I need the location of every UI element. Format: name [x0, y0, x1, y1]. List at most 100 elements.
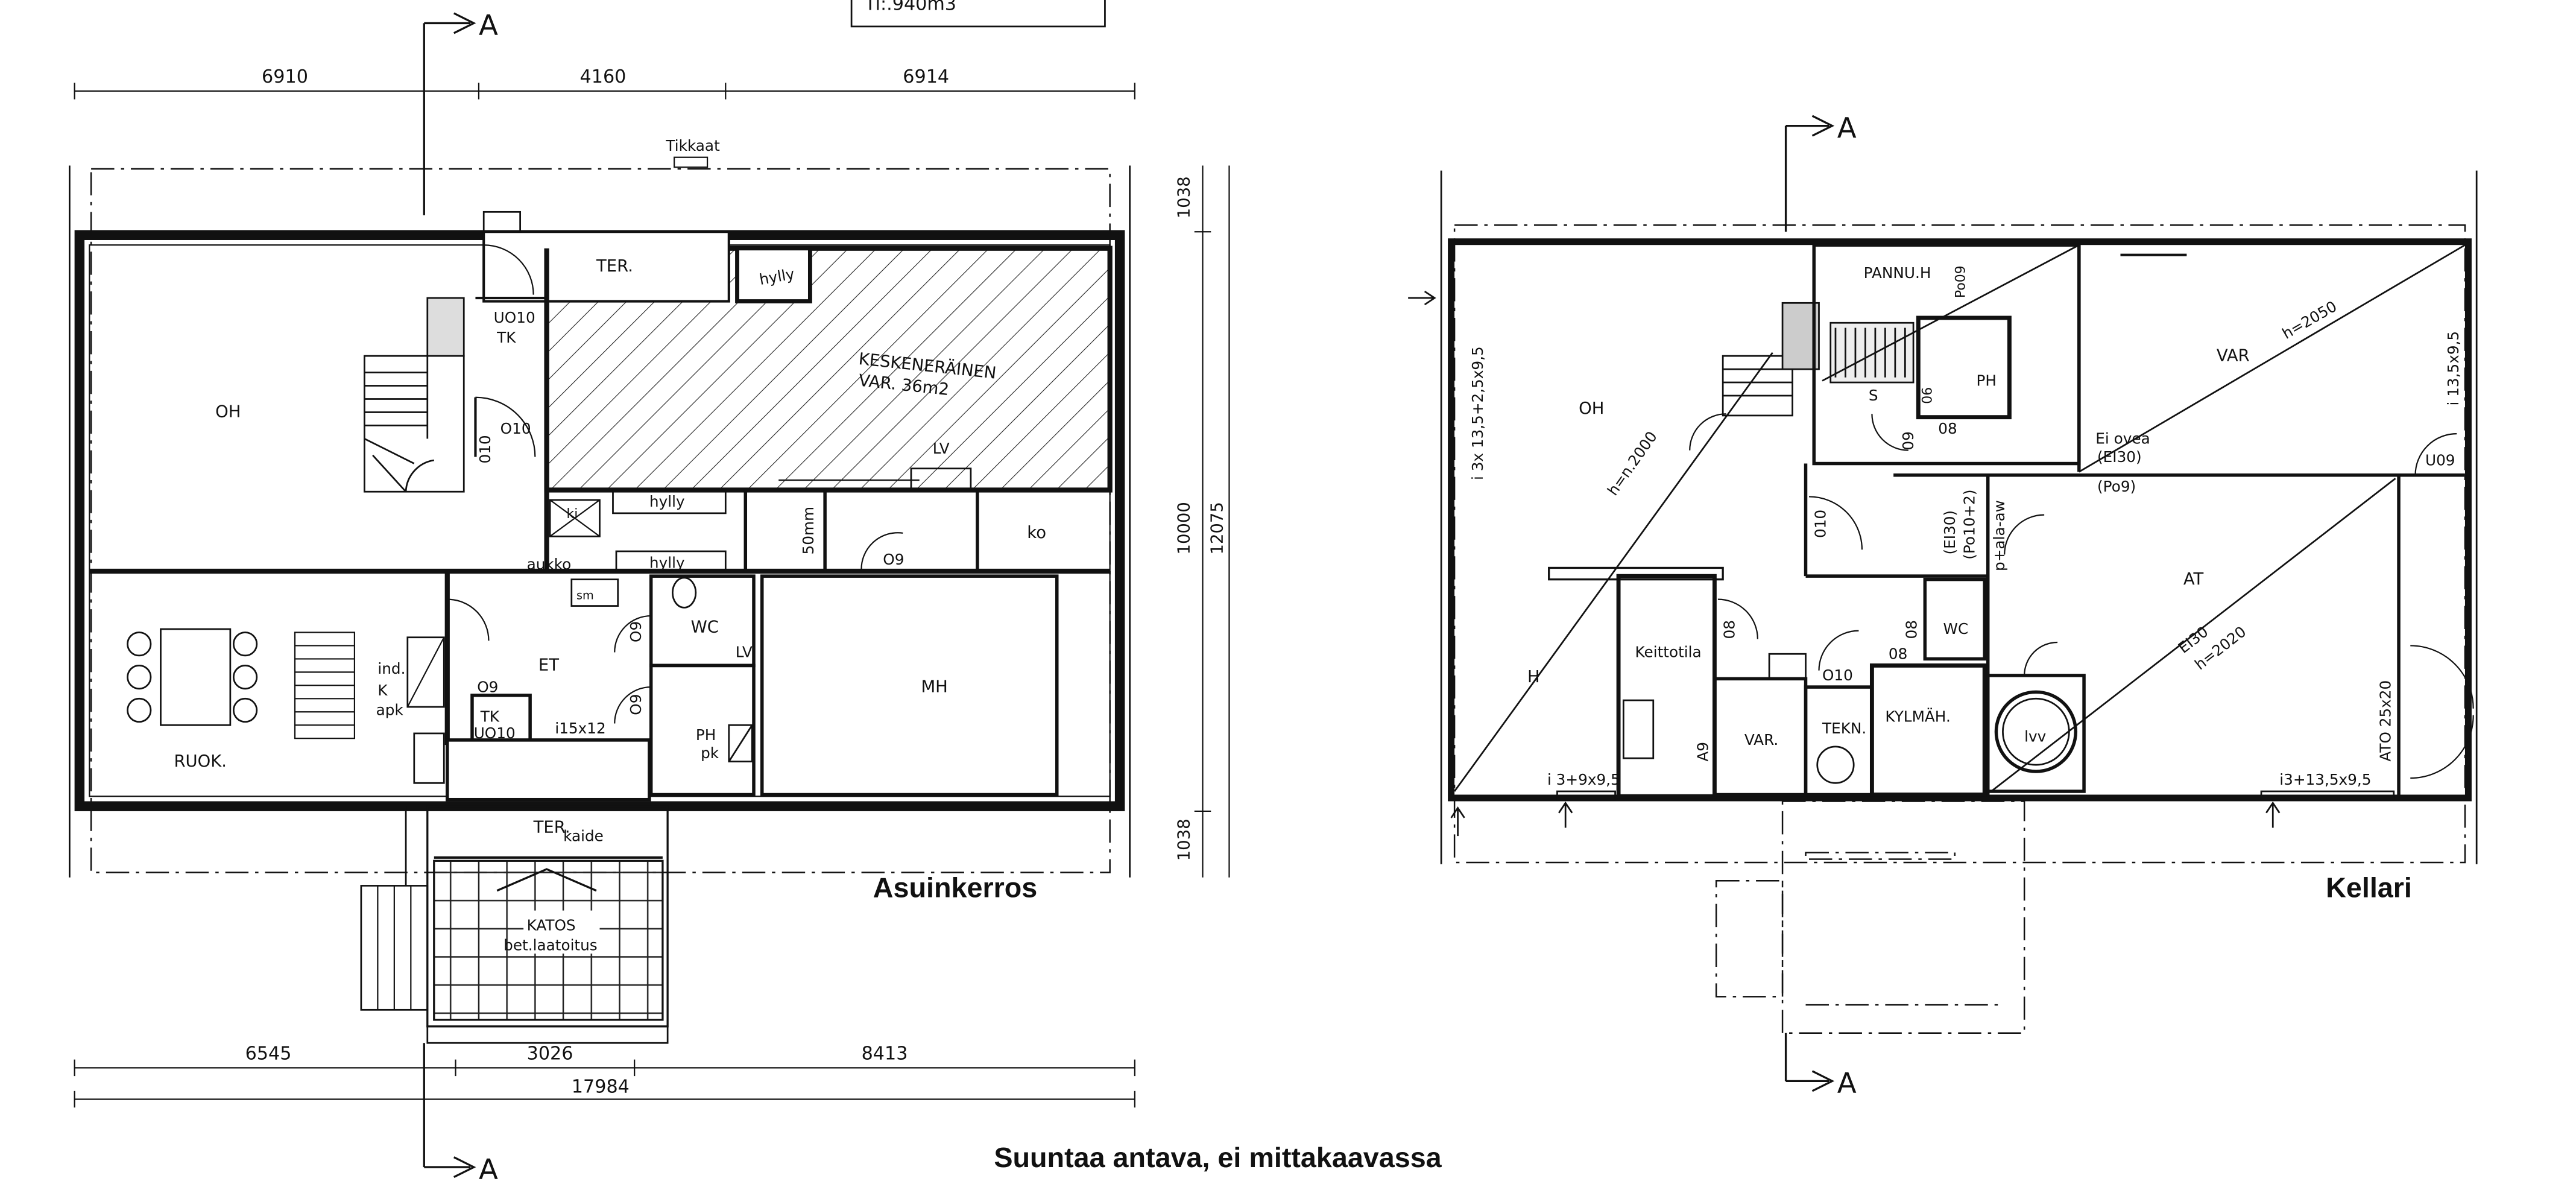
ei-ovea-label: Ei ovea	[2095, 430, 2150, 448]
katos-label: KATOS	[527, 917, 576, 934]
dim-top-3: 6914	[903, 66, 949, 87]
dim-bot-3: 8413	[862, 1043, 908, 1065]
h-label: H	[1527, 668, 1540, 686]
dim-right-2: 10000	[1175, 502, 1194, 554]
plan-asuinkerros: Ti:.940m3 6910 4160 6914 A Tikkaat KESKE…	[69, 0, 1230, 1186]
svg-text:sm: sm	[576, 589, 594, 603]
s-label: S	[1869, 387, 1878, 404]
staircase-kellari	[1722, 302, 1915, 417]
d06-label: 06	[1920, 387, 1935, 404]
dimension-bottom	[74, 1059, 1135, 1108]
title-box	[850, 0, 1106, 28]
projection-outline	[1715, 800, 2025, 1034]
plan-kellari: A OH h=n.2000 i 3x 13,5+2,5x9,5 PANNU.H	[1408, 112, 2478, 1100]
title-box-text: Ti:.940m3	[864, 0, 956, 14]
section-marker-bottom-left	[423, 1043, 476, 1179]
ei30-label: (EI30)	[2097, 448, 2142, 466]
dim-top-2: 4160	[580, 66, 627, 87]
i3plus2-label: i3+13,5x9,5	[2279, 771, 2371, 788]
tk-bot-label: TK	[480, 708, 500, 726]
ruok-label: RUOK.	[174, 752, 227, 771]
uoto-label: UO10	[494, 309, 535, 326]
o10-kellari-label: 010	[1811, 510, 1829, 538]
dim-right-1: 1038	[1175, 176, 1194, 218]
unfinished-storage-hatch	[544, 245, 1113, 493]
po09-label: Po09	[1953, 265, 1968, 298]
bet-label: bet.laatoitus	[504, 937, 598, 954]
wc-kellari-label: WC	[1943, 620, 1969, 638]
tekn-label: TEKN.	[1822, 720, 1866, 737]
et-label: ET	[538, 656, 559, 675]
section-label-bottom-left: A	[479, 1153, 498, 1186]
ki-label: ki	[567, 507, 578, 522]
footer-note: Suuntaa antava, ei mittakaavassa	[994, 1142, 1442, 1173]
d09-label: O9	[627, 621, 645, 642]
mh-label: MH	[921, 677, 947, 696]
o9-left-label: O9	[477, 678, 498, 695]
section-marker-top	[423, 12, 476, 215]
pannu-label: PANNU.H	[1864, 264, 1931, 282]
section-label-top-right: A	[1837, 112, 1857, 145]
d08d-label: 08	[1889, 645, 1907, 662]
staircase-left	[364, 297, 465, 493]
d09-kellari-label: 09	[1899, 431, 1917, 450]
oh-label: OH	[215, 403, 241, 422]
keittotila-label: Keittotila	[1635, 644, 1702, 661]
ei30po-label: (EI30)	[1941, 510, 1959, 555]
po10-label: (Po10+2)	[1961, 490, 1978, 560]
tikkaat-label: Tikkaat	[665, 137, 720, 154]
dim-bot-total: 17984	[572, 1077, 630, 1098]
caption-asuinkerros: Asuinkerros	[873, 872, 1037, 904]
apk-label: apk	[376, 701, 404, 719]
d09b-label: O9	[627, 694, 645, 715]
var-kellari-label: VAR	[2217, 346, 2250, 365]
d08b-label: 08	[1720, 620, 1738, 639]
wc-label: WC	[691, 618, 719, 637]
dim-right-total: 12075	[1208, 502, 1226, 554]
dimension-top	[74, 83, 1135, 100]
hylly-2-label: hylly	[649, 554, 685, 571]
ato-label: ATO 25x20	[2376, 680, 2394, 762]
hylly-mid-label: hylly	[649, 493, 685, 510]
section-marker-top-right	[1784, 115, 1835, 232]
d08c-label: 08	[1903, 620, 1921, 639]
ph-kellari-label: PH	[1976, 372, 1996, 390]
h2000-label: h=n.2000	[1604, 428, 1661, 499]
mm50-label: 50mm	[800, 507, 817, 555]
i3x-label: i 3x 13,5+2,5x9,5	[1469, 346, 1486, 480]
at-label: AT	[2183, 570, 2204, 589]
ter-bot-label: TER.	[533, 818, 570, 837]
var2-label: VAR.	[1744, 731, 1778, 749]
o10b-label: O10	[1822, 666, 1853, 684]
i15-label: i15x12	[555, 720, 605, 737]
p-ala-label: p+ala-aw	[1990, 500, 2008, 571]
po9-label: (Po9)	[2097, 478, 2136, 495]
dim-right-3: 1038	[1175, 818, 1194, 861]
d010-label: 010	[476, 435, 494, 463]
dimension-right	[1194, 165, 1230, 878]
ind-label: ind.l	[377, 660, 409, 677]
pk-label: pk	[701, 744, 719, 762]
ph-label: PH	[696, 726, 716, 744]
u09-label: U09	[2425, 451, 2455, 469]
k-label: K	[377, 682, 388, 699]
d08-label: 08	[1938, 420, 1957, 437]
dining-table	[127, 628, 258, 726]
ter-top-label: TER.	[596, 257, 633, 276]
section-label-bottom-right: A	[1837, 1068, 1857, 1100]
lvv-label: lvv	[2024, 728, 2046, 745]
dim-bot-2: 3026	[527, 1043, 573, 1065]
dim-bot-1: 6545	[245, 1043, 292, 1065]
section-marker-bottom-right	[1784, 1033, 1835, 1092]
caption-kellari: Kellari	[2326, 872, 2412, 904]
o9-mid-label: O9	[883, 551, 904, 568]
sideboard	[294, 631, 356, 739]
ko-label: ko	[1027, 524, 1046, 542]
lvv-tank	[1994, 690, 2078, 773]
o10-label: O10	[500, 420, 531, 437]
a9-label: A9	[1694, 742, 1711, 762]
tk-top-label: TK	[496, 329, 516, 346]
kaide-label: kaide	[563, 827, 604, 844]
lv-top-label: LV	[933, 440, 950, 457]
